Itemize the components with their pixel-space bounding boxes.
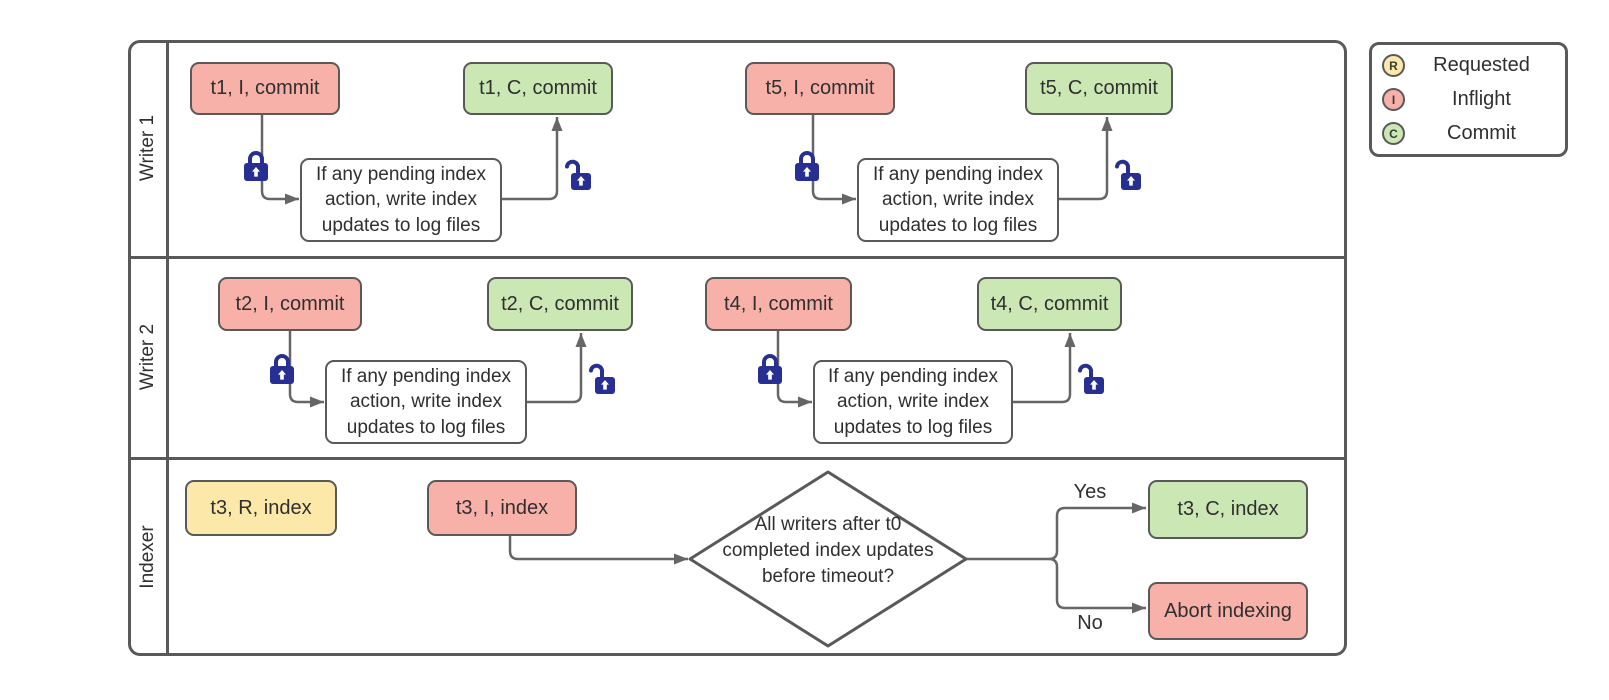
process-note: If any pending index action, write index… [325, 360, 527, 444]
legend: R Requested I Inflight C Commit [1369, 42, 1568, 157]
inflight-badge-icon: I [1382, 88, 1405, 111]
process-note: If any pending index action, write index… [857, 158, 1059, 242]
legend-label: Commit [1447, 122, 1516, 144]
closed-lock-icon [242, 148, 270, 189]
node-t1-inflight: t1, I, commit [190, 62, 340, 115]
process-note-line: action, write index [881, 189, 1035, 211]
process-note-line: updates to log files [833, 416, 993, 438]
closed-lock-icon [268, 351, 296, 392]
decision-diamond [688, 470, 968, 648]
closed-lock-icon [756, 351, 784, 392]
yes-label: Yes [1073, 481, 1107, 503]
node-t1-commit: t1, C, commit [463, 62, 613, 115]
legend-item-inflight: I Inflight [1382, 88, 1553, 111]
node-t5-inflight: t5, I, commit [745, 62, 895, 115]
process-note-line: If any pending index [827, 365, 999, 387]
node-t5-commit: t5, C, commit [1025, 62, 1173, 115]
legend-item-commit: C Commit [1382, 122, 1553, 145]
process-note-line: If any pending index [340, 365, 512, 387]
decision-text: All writers after t0 completed index upd… [703, 511, 953, 591]
process-note-line: updates to log files [346, 416, 506, 438]
process-note-line: If any pending index [315, 163, 487, 185]
process-note-line: action, write index [324, 189, 478, 211]
node-abort-indexing: Abort indexing [1148, 582, 1308, 640]
process-note-line: updates to log files [878, 214, 1038, 236]
process-note: If any pending index action, write index… [813, 360, 1013, 444]
decision-text-line: All writers after t0 [754, 513, 902, 535]
commit-badge-icon: C [1382, 122, 1405, 145]
requested-badge-icon: R [1382, 54, 1405, 77]
node-t3-commit: t3, C, index [1148, 480, 1308, 539]
connectors [260, 115, 1146, 614]
no-label: No [1077, 612, 1103, 634]
lane-divider-1 [128, 256, 1347, 259]
legend-item-requested: R Requested [1382, 54, 1553, 77]
node-t3-requested: t3, R, index [185, 480, 337, 536]
open-lock-icon [561, 158, 593, 199]
open-lock-icon [1111, 158, 1143, 199]
open-lock-icon [585, 362, 617, 403]
lane-divider-2 [128, 457, 1347, 460]
process-note: If any pending index action, write index… [300, 158, 502, 242]
lane-label-separator [166, 40, 169, 656]
swimlane-pool [128, 40, 1347, 656]
process-note-line: action, write index [349, 391, 503, 413]
node-t2-commit: t2, C, commit [487, 277, 633, 331]
node-t3-inflight: t3, I, index [427, 480, 577, 536]
open-lock-icon [1074, 362, 1106, 403]
legend-label: Requested [1433, 54, 1530, 76]
process-note-line: If any pending index [872, 163, 1044, 185]
decision-text-line: completed index updates [722, 539, 934, 561]
closed-lock-icon [793, 148, 821, 189]
legend-label: Inflight [1452, 88, 1511, 110]
node-t2-inflight: t2, I, commit [218, 277, 362, 331]
decision-text-line: before timeout? [761, 566, 895, 588]
process-note-line: action, write index [836, 391, 990, 413]
node-t4-commit: t4, C, commit [977, 277, 1122, 331]
node-t4-inflight: t4, I, commit [705, 277, 852, 331]
process-note-line: updates to log files [321, 214, 481, 236]
